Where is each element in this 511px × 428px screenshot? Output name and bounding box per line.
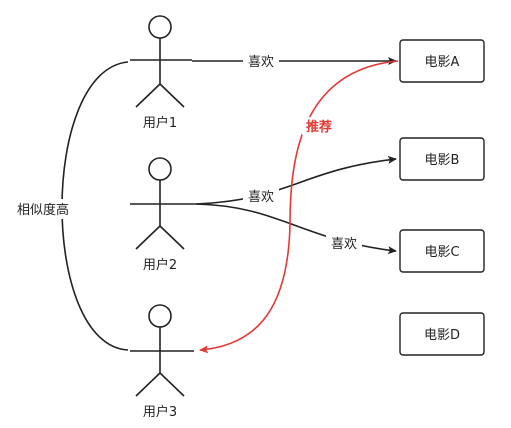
- edge-user2-movieB-label: 喜欢: [248, 190, 274, 205]
- recommend-label-bg: [302, 117, 336, 135]
- edge-user2-movieC-label: 喜欢: [331, 237, 357, 252]
- recommend-label: 推荐: [306, 119, 332, 135]
- similarity-label-bg: [8, 199, 78, 219]
- edge-user1-movieA-label-bg: [243, 52, 279, 70]
- edge-user2-movieB: [195, 155, 397, 205]
- edge-user1-movieA-label: 喜欢: [248, 55, 274, 70]
- user-2-figure: [130, 157, 196, 250]
- recommend-edge: [199, 60, 399, 354]
- user-3-figure: [130, 304, 194, 397]
- movie-a-box: 电影A: [399, 39, 485, 83]
- movie-d-box: 电影D: [399, 312, 485, 356]
- movie-a-label: 电影A: [425, 55, 460, 70]
- edge-user2-movieC: [195, 203, 397, 255]
- edge-user2-movieC-label-bg: [326, 234, 362, 252]
- user-3-label: 用户3: [143, 404, 177, 420]
- movie-c-box: 电影C: [399, 229, 485, 273]
- movie-d-label: 电影D: [424, 328, 460, 343]
- movie-b-label: 电影B: [425, 153, 460, 168]
- user-2-label: 用户2: [143, 257, 177, 273]
- user-1-figure: [130, 15, 192, 108]
- similarity-label: 相似度高: [17, 202, 69, 218]
- movie-b-box: 电影B: [399, 137, 485, 181]
- edge-user2-movieB-label-bg: [243, 187, 279, 205]
- user-1-label: 用户1: [143, 115, 177, 131]
- movie-c-label: 电影C: [424, 245, 459, 260]
